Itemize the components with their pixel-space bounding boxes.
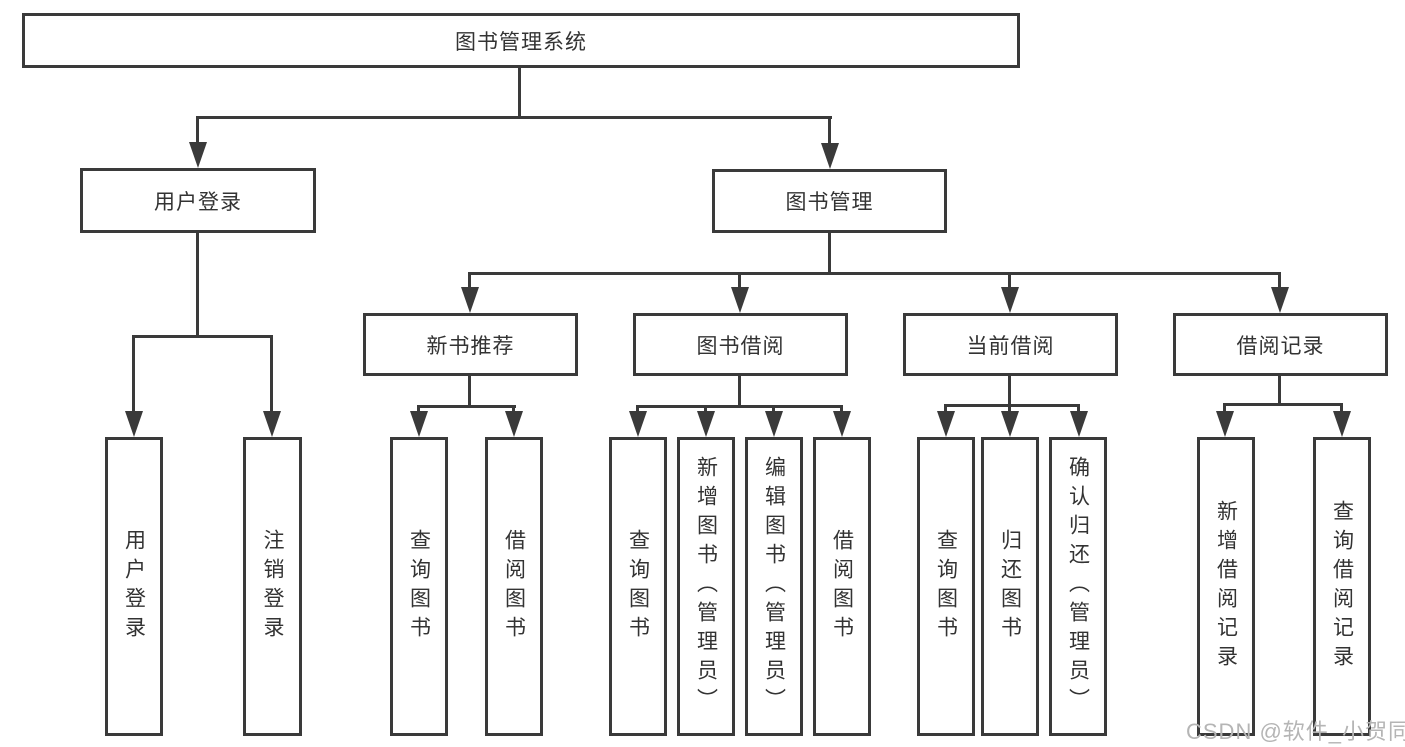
connector-line — [132, 335, 135, 415]
leaf-borrow-book: 借阅图书 — [813, 437, 871, 736]
arrowhead-icon — [1070, 411, 1088, 437]
leaf-query-book-recommend: 查询图书 — [390, 437, 448, 736]
leaf-label: 查询图书 — [934, 528, 958, 645]
connector-line — [1278, 272, 1281, 290]
node-book-management: 图书管理 — [712, 169, 947, 233]
connector-line — [270, 335, 273, 415]
leaf-label: 编辑图书（管理员） — [762, 456, 786, 717]
arrowhead-icon — [833, 411, 851, 437]
leaf-label: 查询图书 — [407, 528, 431, 645]
leaf-edit-book-admin: 编辑图书（管理员） — [745, 437, 803, 736]
leaf-label: 用户登录 — [122, 528, 146, 645]
connector-line — [738, 376, 741, 408]
arrowhead-icon — [189, 142, 207, 168]
leaf-query-book-current: 查询图书 — [917, 437, 975, 736]
arrowhead-icon — [505, 411, 523, 437]
arrowhead-icon — [410, 411, 428, 437]
connector-line — [1278, 376, 1281, 406]
connector-line — [944, 404, 947, 416]
arrowhead-icon — [263, 411, 281, 437]
leaf-query-book-borrow: 查询图书 — [609, 437, 667, 736]
node-label: 新书推荐 — [426, 334, 515, 358]
node-new-book-recommend: 新书推荐 — [363, 313, 578, 376]
leaf-label: 查询图书 — [626, 528, 650, 645]
node-current-borrow: 当前借阅 — [903, 313, 1118, 376]
leaf-label: 注销登录 — [261, 528, 284, 645]
leaf-label: 查询借阅记录 — [1330, 499, 1354, 674]
leaf-borrow-book-recommend: 借阅图书 — [485, 437, 543, 736]
node-label: 借阅记录 — [1236, 334, 1325, 358]
node-label: 用户登录 — [154, 190, 242, 214]
connector-line — [1223, 403, 1343, 406]
connector-line — [468, 272, 471, 290]
connector-line — [468, 376, 471, 408]
connector-line — [1008, 272, 1011, 290]
arrowhead-icon — [937, 411, 955, 437]
node-borrow-record: 借阅记录 — [1173, 313, 1388, 376]
watermark-text: CSDN @软件_小贺同学 — [1186, 719, 1405, 744]
connector-line — [944, 404, 1080, 407]
connector-line — [196, 116, 199, 148]
leaf-query-borrow-record: 查询借阅记录 — [1313, 437, 1371, 736]
connector-line — [1008, 404, 1011, 416]
connector-line — [1077, 404, 1080, 416]
arrowhead-icon — [629, 411, 647, 437]
leaf-label: 新增图书（管理员） — [694, 456, 718, 717]
connector-line — [1008, 376, 1011, 407]
node-label: 图书管理系统 — [455, 30, 587, 54]
connector-line — [196, 116, 832, 119]
node-user-login: 用户登录 — [80, 168, 316, 233]
connector-line — [468, 272, 1281, 275]
node-label: 图书管理 — [785, 191, 874, 214]
arrowhead-icon — [821, 143, 839, 169]
node-label: 当前借阅 — [966, 334, 1055, 358]
leaf-add-borrow-record: 新增借阅记录 — [1197, 437, 1255, 736]
arrowhead-icon — [1333, 411, 1351, 437]
connector-line — [1223, 403, 1226, 416]
leaf-confirm-return-admin: 确认归还（管理员） — [1049, 437, 1107, 736]
leaf-logout: 注销登录 — [243, 437, 302, 736]
connector-line — [828, 233, 831, 275]
connector-line — [417, 405, 516, 408]
arrowhead-icon — [731, 287, 749, 313]
leaf-add-book-admin: 新增图书（管理员） — [677, 437, 735, 736]
connector-line — [636, 405, 843, 408]
leaf-label: 借阅图书 — [830, 528, 854, 645]
connector-line — [1340, 403, 1343, 416]
node-book-management-system: 图书管理系统 — [22, 13, 1020, 68]
connector-line — [738, 272, 741, 290]
leaf-label: 借阅图书 — [502, 528, 526, 645]
arrowhead-icon — [765, 411, 783, 437]
leaf-return-book: 归还图书 — [981, 437, 1039, 736]
leaf-label: 归还图书 — [998, 528, 1022, 645]
arrowhead-icon — [697, 411, 715, 437]
connector-line — [518, 68, 521, 117]
arrowhead-icon — [1216, 411, 1234, 437]
arrowhead-icon — [125, 411, 143, 437]
connector-line — [132, 335, 273, 338]
leaf-user-login: 用户登录 — [105, 437, 163, 736]
arrowhead-icon — [1271, 287, 1289, 313]
connector-line — [196, 233, 199, 338]
leaf-label: 新增借阅记录 — [1214, 499, 1238, 674]
node-book-borrow: 图书借阅 — [633, 313, 848, 376]
node-label: 图书借阅 — [696, 334, 785, 358]
connector-line — [828, 116, 831, 148]
leaf-label: 确认归还（管理员） — [1066, 456, 1090, 717]
arrowhead-icon — [1001, 411, 1019, 437]
arrowhead-icon — [1001, 287, 1019, 313]
arrowhead-icon — [461, 287, 479, 313]
